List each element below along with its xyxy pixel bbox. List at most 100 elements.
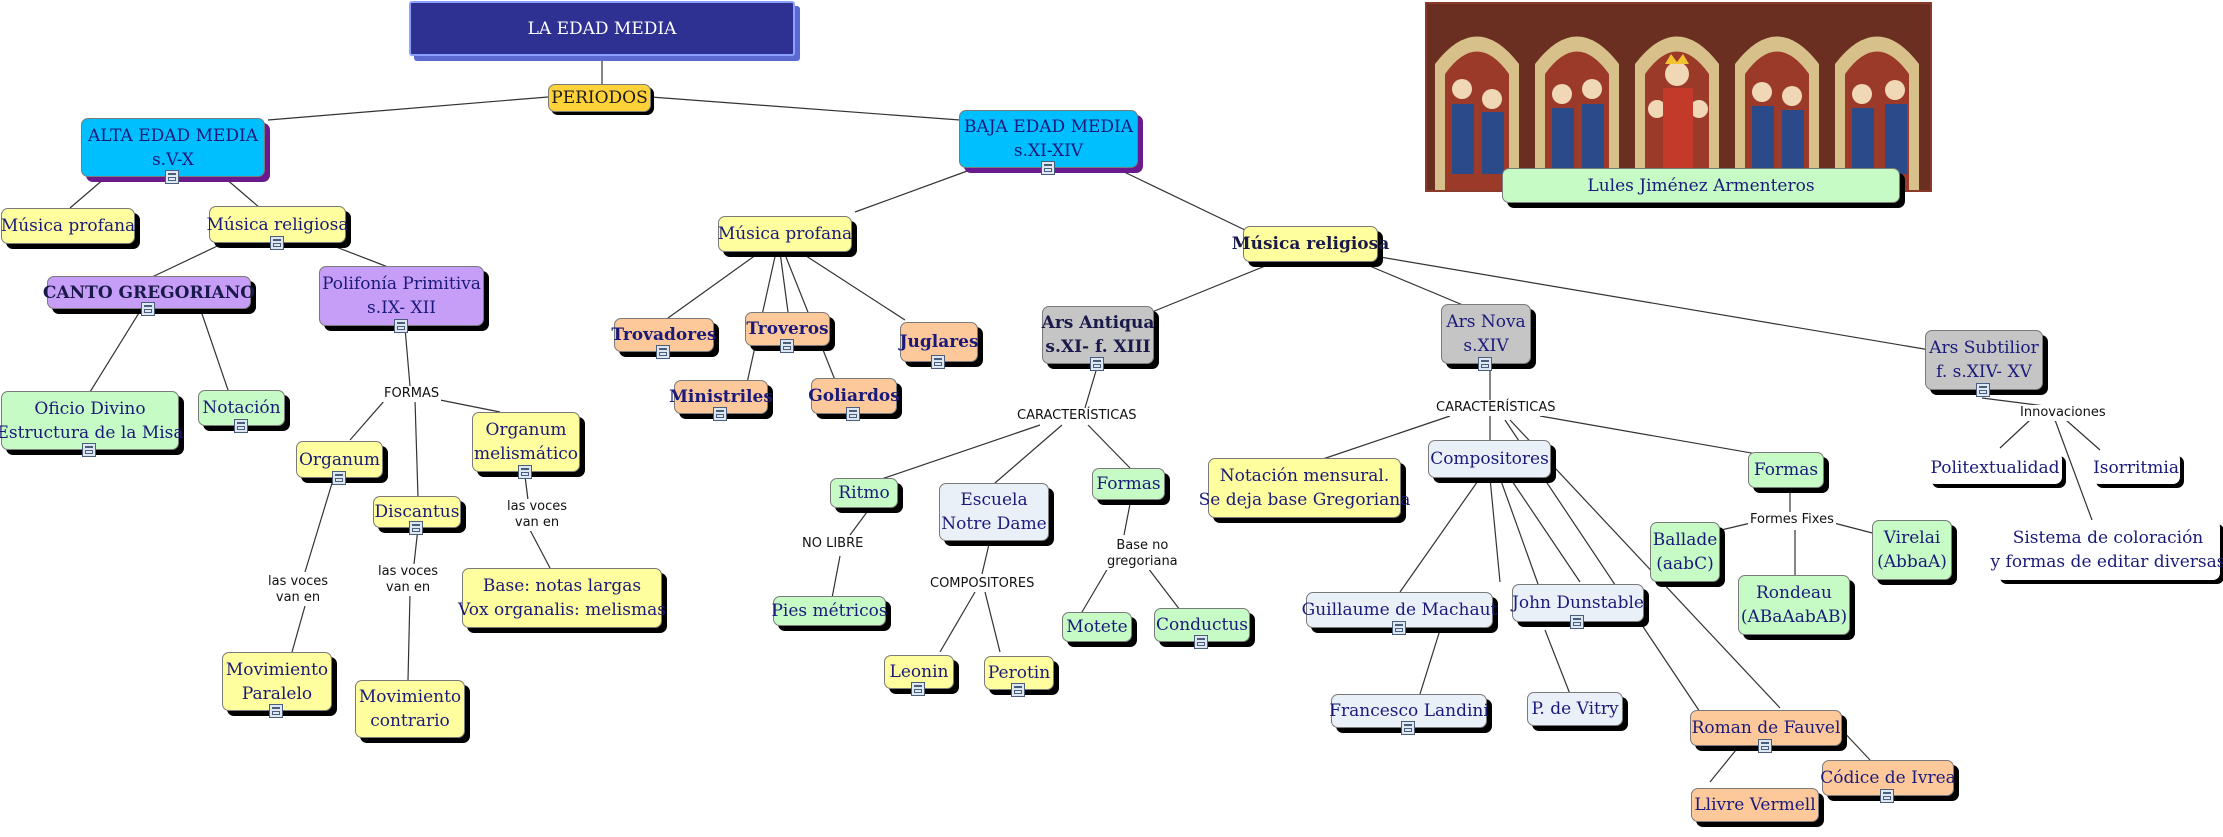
doc-icon[interactable] (1011, 683, 1025, 697)
voces1-line2: van en (275, 590, 321, 605)
doc-icon[interactable] (779, 339, 794, 353)
rondeau-node[interactable]: Rondeau (ABaAabAB) (1738, 575, 1850, 635)
formas-antiqua-node[interactable]: Formas (1092, 468, 1165, 500)
isorritmia-node[interactable]: Isorritmia (2092, 452, 2180, 484)
compositores-text: Compositores (1430, 449, 1549, 469)
alta-edad-media-node[interactable]: ALTA EDAD MEDIA s.V-X (81, 118, 265, 184)
trovadores-node[interactable]: Trovadores (611, 318, 717, 359)
ritmo-node[interactable]: Ritmo (830, 478, 898, 508)
goliardos-node[interactable]: Goliardos (808, 378, 900, 421)
doc-icon[interactable] (393, 319, 408, 333)
baja-musica-profana-node[interactable]: Música profana (718, 216, 852, 252)
movimiento-contrario-node[interactable]: Movimiento contrario (355, 680, 465, 738)
doc-icon[interactable] (931, 355, 945, 369)
pies-metricos-node[interactable]: Pies métricos (771, 596, 888, 626)
doc-icon[interactable] (1194, 635, 1208, 649)
doc-icon[interactable] (1401, 721, 1415, 735)
leonin-node[interactable]: Leonin (884, 655, 954, 696)
dunstable-node[interactable]: John Dunstable (1512, 584, 1644, 629)
escuela-notre-dame-node[interactable]: Escuela Notre Dame (939, 483, 1049, 541)
voces2-line2: van en (385, 580, 431, 595)
baja-line2: s.XI-XIV (1013, 141, 1084, 161)
ministriles-node[interactable]: Ministriles (669, 380, 773, 421)
ars-subtilior-line1: Ars Subtilior (1929, 338, 2039, 358)
periodos-node[interactable]: PERIODOS (548, 84, 651, 112)
ars-antiqua-node[interactable]: Ars Antiqua s.XI- f. XIII (1042, 306, 1154, 371)
roman-de-fauvel-node[interactable]: Roman de Fauvel (1690, 710, 1842, 753)
llivre-vermell-node[interactable]: Llivre Vermell (1691, 788, 1819, 822)
doc-icon[interactable] (331, 471, 346, 485)
formas-aa-text: Formas (1096, 474, 1161, 494)
organum-melismatico-node[interactable]: Organum melismático (472, 412, 580, 479)
ars-nova-node[interactable]: Ars Nova s.XIV (1441, 304, 1531, 371)
baja-religiosa-text: Música religiosa (1231, 234, 1390, 254)
canto-gregoriano-node[interactable]: CANTO GREGORIANO (43, 276, 255, 316)
movimiento-paralelo-node[interactable]: Movimiento Paralelo (222, 652, 332, 718)
doc-icon[interactable] (846, 407, 860, 421)
doc-icon[interactable] (1391, 621, 1406, 635)
ars-subtilior-node[interactable]: Ars Subtilior f. s.XIV- XV (1925, 330, 2043, 397)
doc-icon[interactable] (82, 443, 96, 457)
ars-subtilior-line2: f. s.XIV- XV (1936, 362, 2032, 382)
doc-icon[interactable] (165, 170, 179, 184)
troveros-node[interactable]: Troveros (745, 312, 830, 353)
virelai-node[interactable]: Virelai (AbbaA) (1872, 520, 1952, 580)
notacion-node[interactable]: Notación (198, 390, 285, 433)
ballade-node[interactable]: Ballade (aabC) (1650, 522, 1720, 582)
doc-icon[interactable] (1976, 383, 1990, 397)
oficio-divino-node[interactable]: Oficio Divino Estructura de la Misa (0, 391, 184, 457)
doc-icon[interactable] (1090, 357, 1104, 371)
codice-de-ivrea-node[interactable]: Códice de Ivrea (1820, 760, 1956, 803)
doc-icon[interactable] (1040, 161, 1055, 175)
baja-edad-media-node[interactable]: BAJA EDAD MEDIA s.XI-XIV (959, 110, 1138, 175)
sistema-coloracion-node[interactable]: Sistema de coloración y formas de editar… (1991, 520, 2223, 580)
doc-icon[interactable] (1478, 357, 1492, 371)
doc-icon[interactable] (233, 419, 248, 433)
doc-icon[interactable] (269, 236, 284, 250)
compositores-node[interactable]: Compositores (1428, 440, 1551, 478)
canto-text: CANTO GREGORIANO (42, 282, 256, 303)
base-notas-largas-node[interactable]: Base: notas largas Vox organalis: melism… (458, 568, 666, 628)
organum-mel-line2: melismático (473, 444, 579, 464)
dunstable-text: John Dunstable (1512, 593, 1644, 613)
doc-icon[interactable] (409, 521, 423, 535)
troveros-text: Troveros (746, 319, 829, 339)
organum-node[interactable]: Organum (296, 441, 383, 485)
title-node[interactable]: LA EDAD MEDIA (409, 1, 795, 56)
landini-node[interactable]: Francesco Landini (1329, 694, 1489, 735)
motete-node[interactable]: Motete (1062, 612, 1132, 642)
vermell-text: Llivre Vermell (1694, 795, 1816, 815)
discantus-node[interactable]: Discantus (373, 496, 461, 535)
politextualidad-node[interactable]: Politextualidad (1928, 452, 2062, 484)
perotin-node[interactable]: Perotin (984, 656, 1054, 697)
formas-nova-node[interactable]: Formas (1748, 452, 1824, 488)
juglares-node[interactable]: Juglares (899, 322, 979, 369)
rondeau-line2: (ABaAabAB) (1740, 607, 1848, 627)
leonin-text: Leonin (889, 662, 949, 682)
doc-icon[interactable] (518, 465, 532, 479)
contrario-line1: Movimiento (358, 687, 462, 707)
escuela-line1: Escuela (960, 490, 1028, 510)
alta-musica-religiosa-node[interactable]: Música religiosa (206, 206, 349, 250)
doc-icon[interactable] (1880, 789, 1894, 803)
baja-musica-religiosa-node[interactable]: Música religiosa (1232, 226, 1389, 262)
isorritmia-text: Isorritmia (2093, 458, 2179, 478)
landini-text: Francesco Landini (1329, 701, 1489, 721)
conductus-node[interactable]: Conductus (1154, 608, 1250, 649)
alta-musica-profana-node[interactable]: Música profana (1, 208, 135, 244)
notacion-mensural-node[interactable]: Notación mensural. Se deja base Gregoria… (1199, 458, 1410, 518)
doc-icon[interactable] (1758, 739, 1772, 753)
vitry-node[interactable]: P. de Vitry (1527, 692, 1623, 726)
polifonia-primitiva-node[interactable]: Polifonía Primitiva s.IX- XII (319, 266, 484, 333)
author-node[interactable]: Lules Jiménez Armenteros (1502, 168, 1900, 203)
doc-icon[interactable] (1570, 615, 1584, 629)
medieval-painting-image (1425, 2, 1932, 192)
doc-icon[interactable] (713, 407, 727, 421)
doc-icon[interactable] (141, 302, 155, 316)
caracteristicas-label-1: CARACTERÍSTICAS (1015, 408, 1139, 424)
doc-icon[interactable] (656, 345, 670, 359)
doc-icon[interactable] (269, 704, 283, 718)
ars-nova-line1: Ars Nova (1446, 312, 1526, 332)
machaut-node[interactable]: Guillaume de Machaut (1302, 592, 1497, 635)
doc-icon[interactable] (911, 682, 925, 696)
